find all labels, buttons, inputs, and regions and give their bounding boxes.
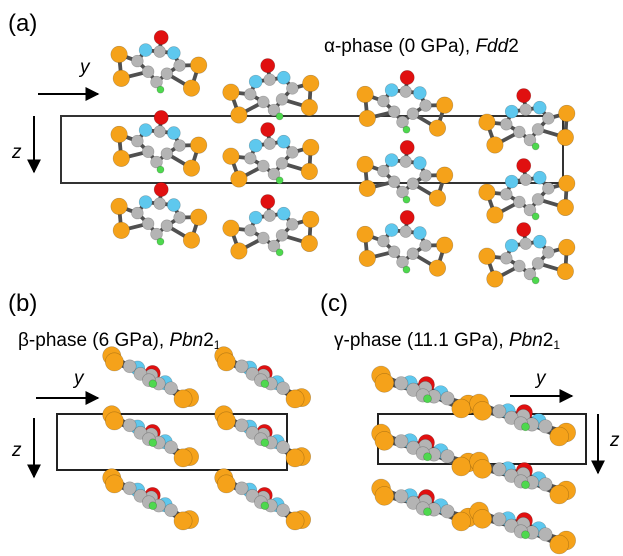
panel-a-molecule bbox=[356, 70, 454, 137]
panel-b-space-group: Pbn bbox=[169, 330, 204, 351]
panel-a-title-phase: α-phase (0 GPa), bbox=[324, 36, 476, 57]
panel-c-molecule bbox=[371, 478, 478, 532]
panel-c-molecule bbox=[371, 365, 478, 419]
panel-a-molecule bbox=[222, 122, 320, 188]
panel-a-space-group: Fdd bbox=[475, 36, 509, 57]
panel-a-molecule bbox=[110, 182, 208, 249]
panel-b-axis-y-label: y bbox=[74, 368, 84, 389]
panel-b-molecule bbox=[102, 346, 200, 409]
panel-c-title: γ-phase (11.1 GPa), Pbn21 bbox=[334, 330, 560, 352]
panel-a-axis-y-label: y bbox=[80, 57, 90, 78]
panel-a-molecule bbox=[110, 30, 208, 97]
panel-c-label: (c) bbox=[320, 290, 348, 317]
panel-b-molecule bbox=[214, 468, 312, 531]
panel-a-title: α-phase (0 GPa), Fdd2 bbox=[324, 36, 519, 58]
panel-a-axis-z-label: z bbox=[12, 142, 22, 163]
panel-a-molecule bbox=[356, 210, 454, 277]
panel-c-space-group-number: 2 bbox=[542, 330, 554, 351]
panel-c-molecule bbox=[469, 393, 576, 447]
panel-b-space-group-subscript: 1 bbox=[213, 338, 221, 352]
panel-a-molecule bbox=[110, 110, 208, 177]
panel-a-molecule bbox=[222, 194, 320, 260]
panel-a-molecule bbox=[478, 88, 576, 154]
panel-c-title-phase: γ-phase (11.1 GPa), bbox=[334, 330, 509, 351]
panel-b-molecule bbox=[214, 405, 312, 468]
panel-b-axis-z-label: z bbox=[12, 440, 22, 461]
panel-b-title: β-phase (6 GPa), Pbn21 bbox=[18, 330, 220, 352]
panel-a-label: (a) bbox=[8, 10, 38, 37]
panel-a-molecule bbox=[222, 58, 320, 124]
panel-c-molecule bbox=[469, 501, 576, 555]
panel-b-molecule bbox=[102, 405, 200, 468]
panel-c-axis-z-label: z bbox=[610, 430, 620, 451]
panel-b-label: (b) bbox=[8, 290, 38, 317]
panel-c-space-group-subscript: 1 bbox=[553, 338, 561, 352]
panel-a-molecule bbox=[478, 158, 576, 224]
panel-a-unit-cell bbox=[60, 115, 564, 184]
panel-c-molecule bbox=[371, 423, 478, 477]
panel-c-molecule bbox=[469, 451, 576, 505]
panel-c-axis-y-label: y bbox=[536, 368, 546, 389]
panel-a-space-group-number: 2 bbox=[508, 36, 519, 57]
panel-b-title-phase: β-phase (6 GPa), bbox=[18, 330, 170, 351]
panel-a-molecule bbox=[356, 140, 454, 207]
panel-b-molecule bbox=[102, 468, 200, 531]
panel-b-unit-cell bbox=[56, 413, 288, 471]
panel-c-space-group: Pbn bbox=[508, 330, 543, 351]
panel-a-molecule bbox=[478, 222, 576, 288]
panel-b-space-group-number: 2 bbox=[203, 330, 214, 351]
panel-b-molecule bbox=[214, 346, 312, 409]
